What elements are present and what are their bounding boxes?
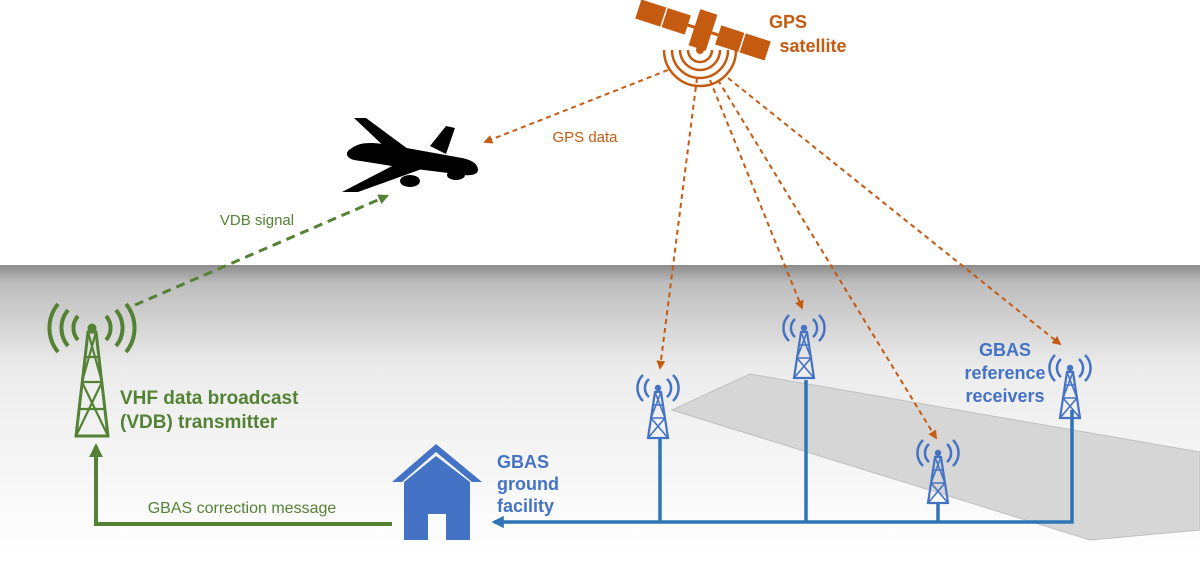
vdb-signal-arrow [134,194,389,307]
gbas-ground-facility-label-line2: ground [497,474,559,494]
gbas-correction-message-arrow [89,443,392,526]
gps-data-arrow [483,69,669,144]
gps-arrow-receiver-3 [717,79,937,440]
gps-satellite-label-line1: GPS [769,12,807,32]
gps-data-label: GPS data [552,129,618,146]
ground-facility-house-icon [392,444,482,540]
gbas-reference-receivers-label-line3: receivers [965,386,1044,406]
gps-signal-arrows [483,69,1062,440]
vdb-transmitter-label-line1: VHF data broadcast [120,388,299,409]
gbas-receiver-links [491,380,1074,529]
vdb-signal-label: VDB signal [220,212,294,229]
gbas-ground-facility-label-line1: GBAS [497,452,549,472]
satellite-icon [635,0,771,88]
gbas-reference-receivers-label-line1: GBAS [979,340,1031,360]
gbas-ground-facility-label-line3: facility [497,496,554,516]
aircraft-icon [342,118,478,192]
gps-satellite-label-line2: satellite [779,36,846,56]
gps-arrow-receiver-4 [727,77,1062,346]
gps-arrow-receiver-2 [709,79,804,310]
gbas-reference-receivers-label-line2: reference [964,363,1045,383]
vdb-transmitter-label-line2: (VDB) transmitter [120,412,278,433]
gbas-correction-message-label: GBAS correction message [148,500,337,517]
gps-arrow-receiver-1 [656,77,698,370]
